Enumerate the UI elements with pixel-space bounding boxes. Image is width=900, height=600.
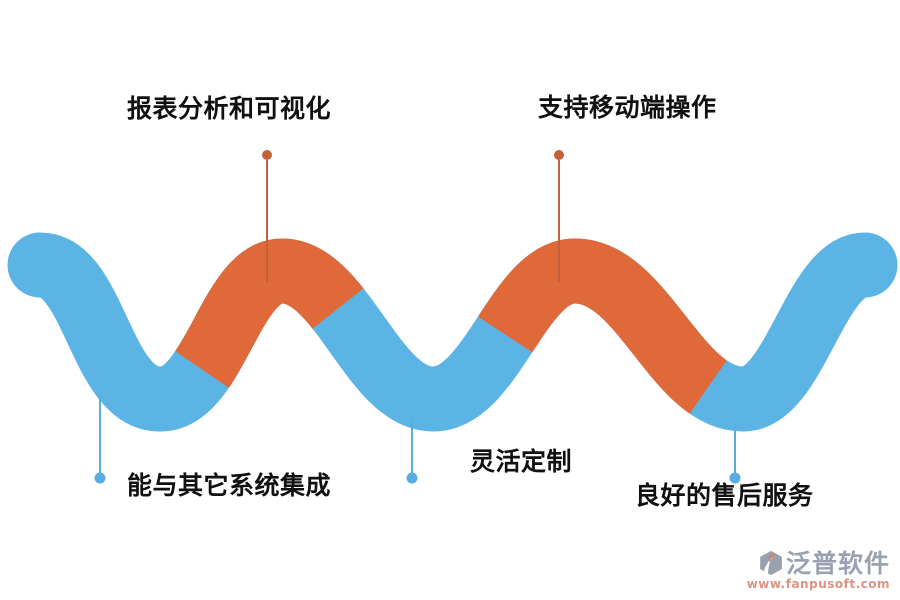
callouts bbox=[94, 150, 741, 484]
watermark-brand: 泛普软件 bbox=[785, 548, 890, 578]
callout-dot bbox=[94, 472, 106, 484]
callout-dot bbox=[729, 472, 741, 484]
callout-report-analysis bbox=[262, 150, 272, 282]
callout-flexible-customization bbox=[406, 420, 418, 484]
callout-dot bbox=[554, 150, 564, 160]
callout-after-sales-service bbox=[729, 424, 741, 484]
feature-label-after-sales-service: 良好的售后服务 bbox=[635, 481, 814, 510]
fanpu-logo-icon bbox=[760, 550, 782, 576]
feature-label-report-analysis: 报表分析和可视化 bbox=[127, 94, 332, 123]
feature-label-flexible-customization: 灵活定制 bbox=[470, 447, 573, 476]
callout-dot bbox=[262, 150, 272, 160]
feature-label-system-integration: 能与其它系统集成 bbox=[127, 471, 332, 500]
callout-system-integration bbox=[94, 396, 106, 484]
watermark: 泛普软件 www.fanpusoft.com bbox=[746, 548, 890, 591]
callout-dot bbox=[406, 472, 418, 484]
feature-label-mobile-support: 支持移动端操作 bbox=[538, 93, 717, 122]
wave-ribbon-blue bbox=[7, 232, 898, 432]
callout-mobile-support bbox=[554, 150, 564, 282]
watermark-url: www.fanpusoft.com bbox=[746, 577, 890, 591]
